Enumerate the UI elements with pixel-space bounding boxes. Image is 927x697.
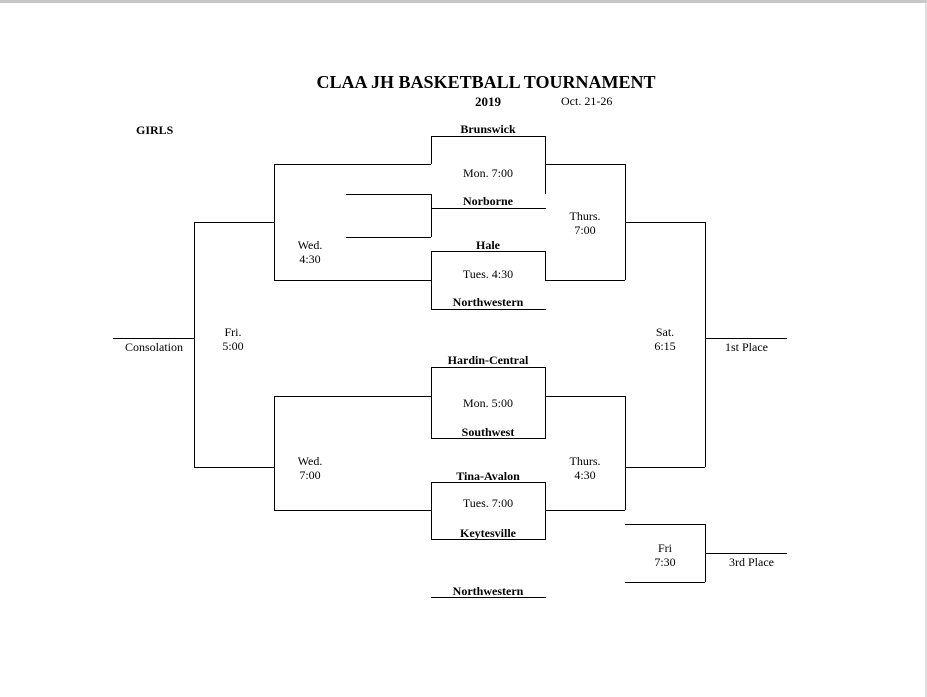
team-southwest: Southwest (461, 425, 515, 439)
game-thurs-430-time: 4:30 (574, 468, 596, 482)
tournament-year: 2019 (475, 94, 501, 109)
bracket-v (431, 367, 432, 438)
bracket-v (274, 164, 275, 280)
bracket-h (545, 164, 625, 165)
result-consolation: Consolation (125, 340, 184, 354)
bracket-v (431, 482, 432, 539)
window-top-border (0, 0, 927, 3)
bracket-h (545, 280, 625, 281)
line-tina-avalon (431, 482, 546, 483)
bracket-v (431, 208, 432, 237)
game-tues-700: Tues. 7:00 (462, 496, 514, 510)
game-mon-700: Mon. 7:00 (462, 166, 514, 180)
bracket-v (431, 136, 432, 164)
game-tues-430: Tues. 4:30 (462, 267, 514, 281)
bracket-h (346, 194, 431, 195)
game-fri-730-time: 7:30 (654, 555, 676, 569)
team-brunswick: Brunswick (460, 122, 516, 136)
bracket-v (545, 251, 546, 281)
team-hardin-central: Hardin-Central (447, 353, 529, 367)
game-wed-700-day: Wed. (297, 454, 323, 468)
bracket-v (705, 222, 706, 467)
bracket-h (625, 582, 705, 583)
bracket-h (274, 280, 431, 281)
window-right-border (925, 3, 927, 697)
game-thurs-430-day: Thurs. (569, 454, 601, 468)
bracket-h (194, 467, 274, 468)
line-hardin-central (431, 367, 546, 368)
bracket-v (431, 251, 432, 309)
line-hale (431, 251, 546, 252)
bracket-h (545, 396, 625, 397)
bracket-h (274, 510, 431, 511)
team-keytesville: Keytesville (460, 526, 516, 540)
tournament-dates: Oct. 21-26 (561, 94, 613, 108)
bracket-v (431, 194, 432, 208)
result-first-place: 1st Place (725, 340, 768, 354)
game-thurs-700-time: 7:00 (574, 223, 596, 237)
line-third-place (705, 553, 787, 554)
game-fri-500-time: 5:00 (222, 339, 244, 353)
bracket-v (545, 136, 546, 194)
bracket-h (346, 237, 431, 238)
game-wed-430-time: 4:30 (299, 252, 321, 266)
bracket-h (545, 510, 625, 511)
bracket-h (625, 524, 705, 525)
result-third-place: 3rd Place (729, 555, 774, 569)
bracket-v (625, 396, 626, 510)
bracket-v (545, 367, 546, 438)
line-keytesville (431, 539, 546, 540)
bracket-h (274, 396, 431, 397)
line-northwestern (431, 309, 546, 310)
team-norborne: Norborne (463, 194, 513, 208)
game-sat-615-time: 6:15 (654, 339, 676, 353)
team-hale: Hale (476, 238, 500, 252)
line-southwest (431, 438, 546, 439)
page-title: CLAA JH BASKETBALL TOURNAMENT (316, 72, 656, 92)
game-fri-500-day: Fri. (224, 325, 242, 339)
game-thurs-700-day: Thurs. (569, 209, 601, 223)
division-label: GIRLS (136, 123, 174, 137)
game-wed-430-day: Wed. (297, 238, 323, 252)
bracket-h (194, 222, 274, 223)
line-northwestern-bottom (431, 597, 546, 598)
line-consolation (113, 338, 194, 339)
bracket-v (274, 396, 275, 510)
game-wed-700-time: 7:00 (299, 468, 321, 482)
game-sat-615-day: Sat. (655, 325, 675, 339)
line-first-place (705, 338, 787, 339)
team-northwestern-bottom: Northwestern (452, 584, 524, 598)
line-norborne (431, 208, 546, 209)
line-brunswick (431, 136, 546, 137)
bracket-h (625, 222, 705, 223)
bracket-h (274, 164, 431, 165)
bracket-h (625, 467, 705, 468)
game-fri-730-day: Fri (657, 541, 673, 555)
bracket-v (194, 222, 195, 467)
team-northwestern: Northwestern (452, 295, 524, 309)
team-tina-avalon: Tina-Avalon (456, 469, 520, 483)
game-mon-500: Mon. 5:00 (462, 396, 514, 410)
